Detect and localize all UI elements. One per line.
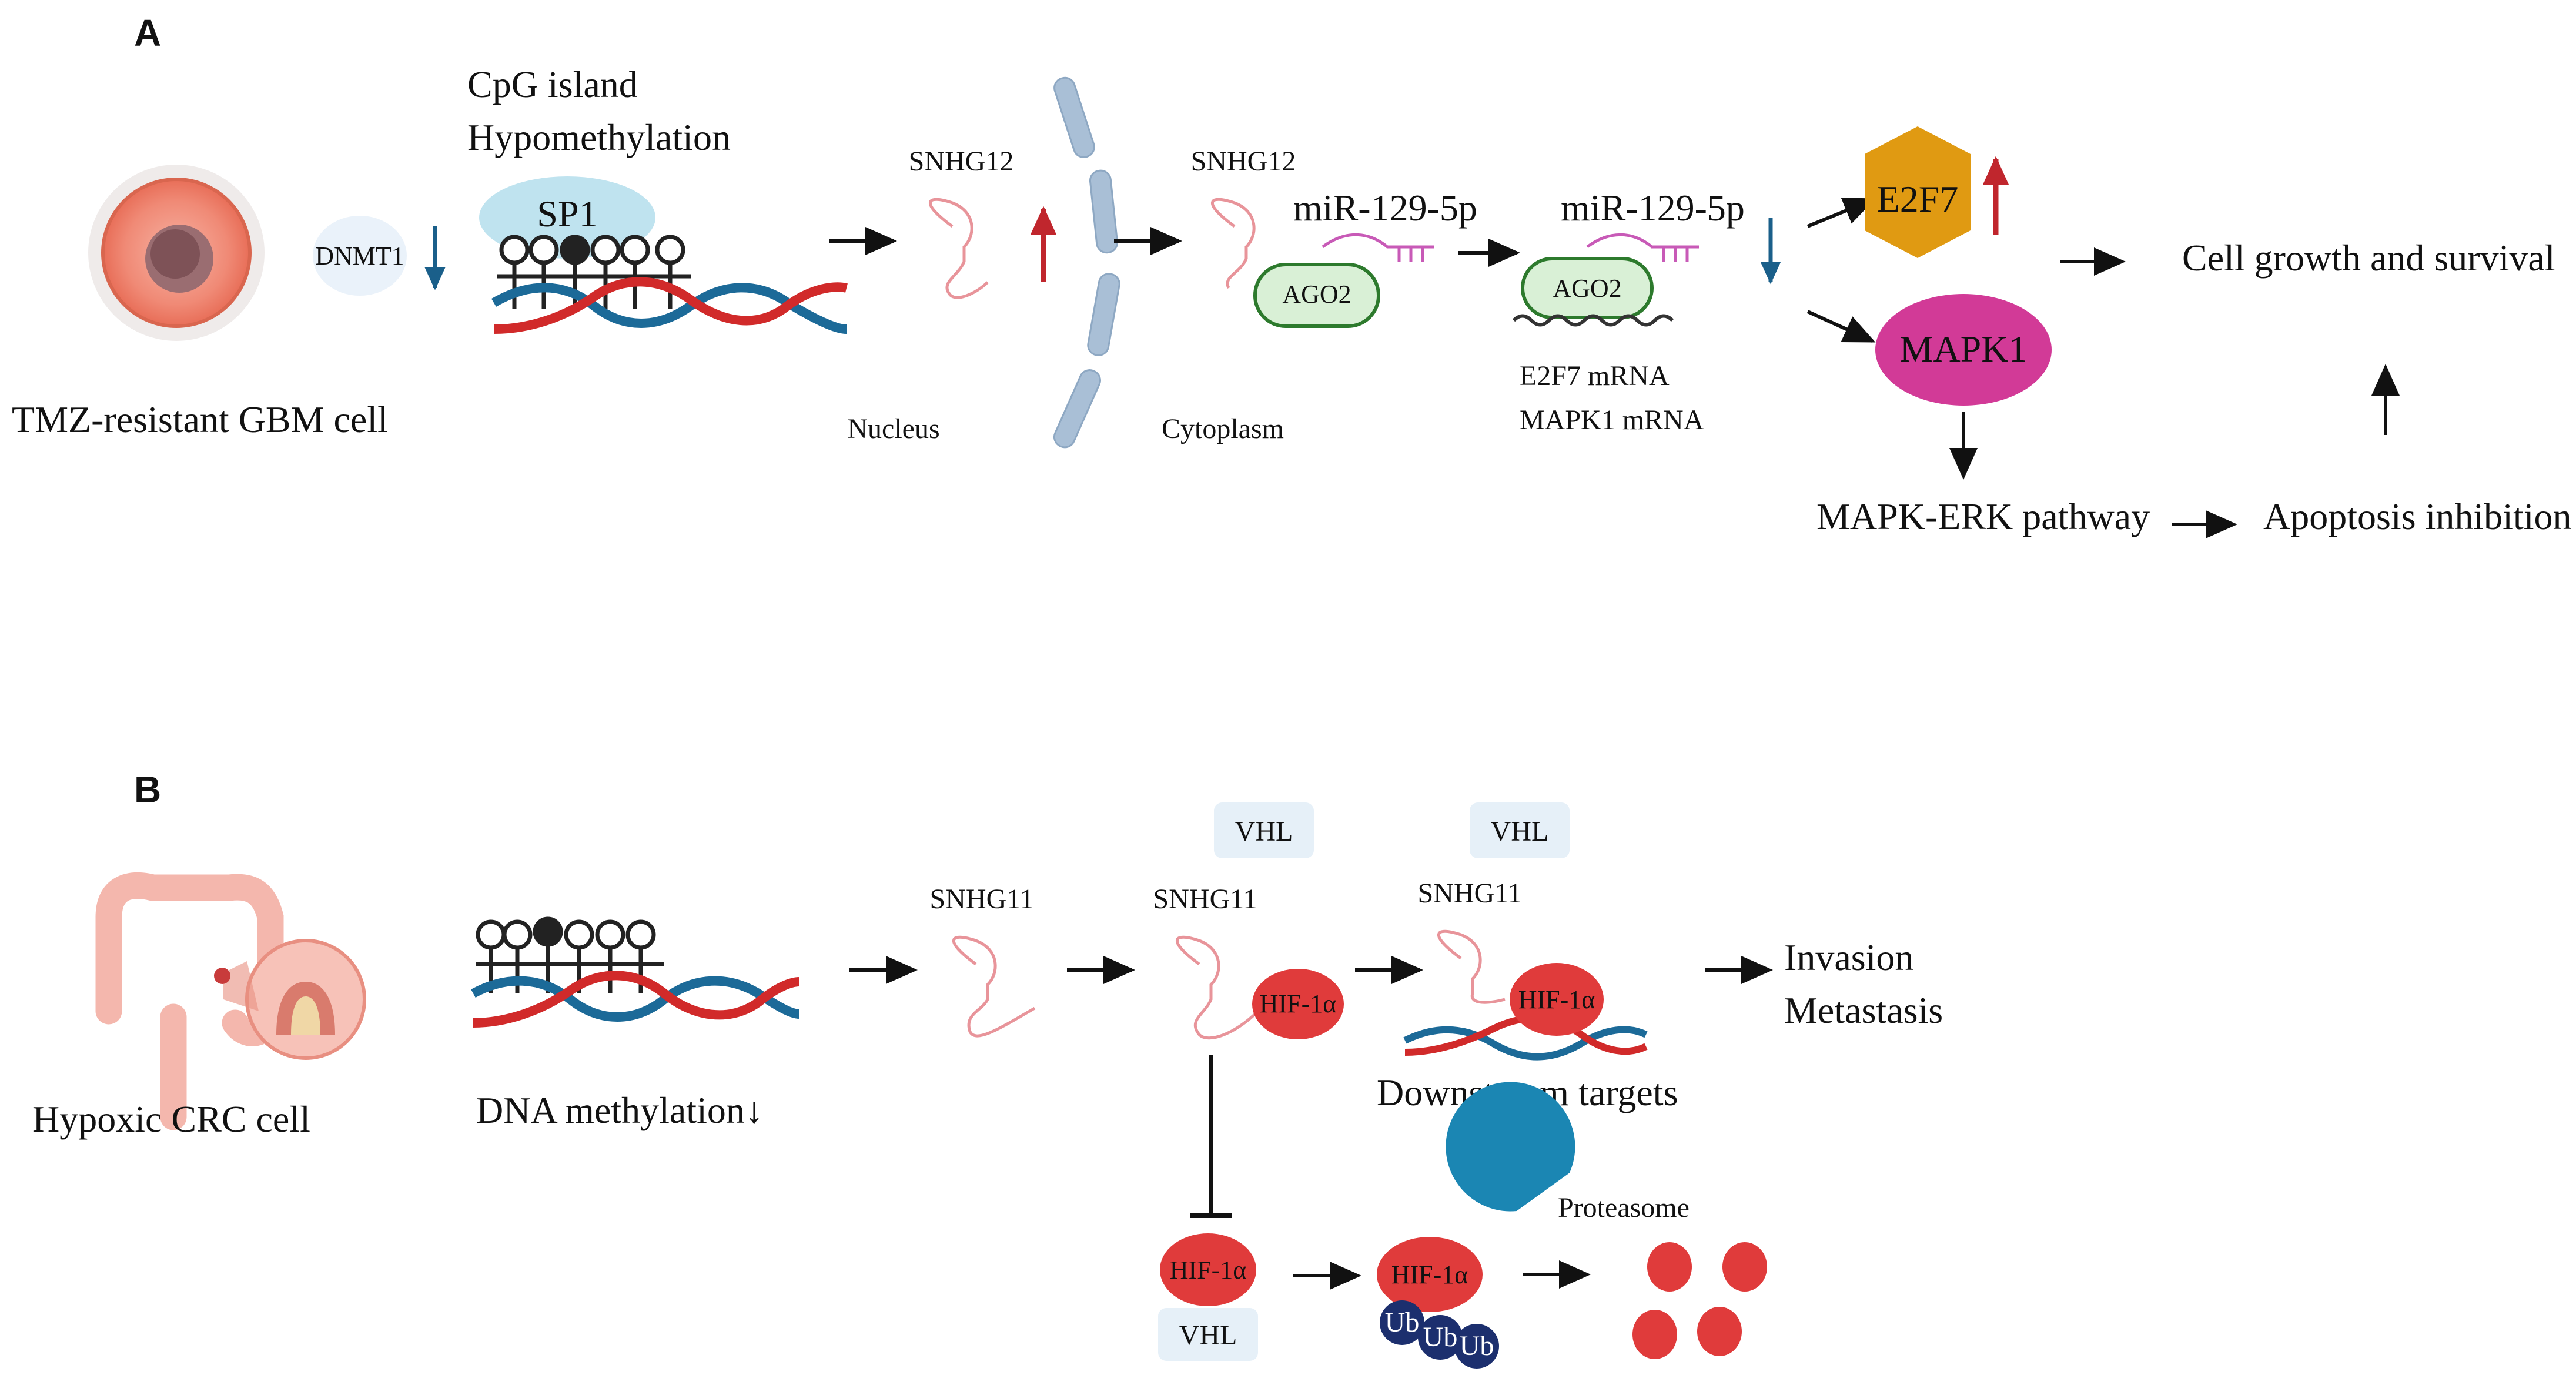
crc-cell-label: Hypoxic CRC cell — [32, 1098, 310, 1140]
degraded-fragments-icon — [1632, 1242, 1767, 1359]
ago2-2-label: AGO2 — [1553, 274, 1621, 303]
hypomethylation-label: Hypomethylation — [467, 116, 731, 158]
ago2-1-label: AGO2 — [1282, 280, 1351, 309]
ub-label-1: Ub — [1385, 1307, 1420, 1338]
dna-helix-b-icon — [471, 971, 800, 1028]
proteasome-icon — [1446, 1082, 1575, 1212]
mapk1-label: MAPK1 — [1900, 328, 2028, 370]
dna-methylation-label: DNA methylation↓ — [476, 1089, 764, 1131]
mapk-erk-label: MAPK-ERK pathway — [1816, 496, 2150, 537]
proteasome-label: Proteasome — [1558, 1192, 1690, 1223]
snhg11-label-2: SNHG11 — [1153, 884, 1257, 915]
metastasis-label: Metastasis — [1784, 989, 1943, 1031]
dnmt1-bubble — [313, 216, 407, 296]
mir-129-label-2: miR-129-5p — [1561, 187, 1745, 229]
crc-tumor-icon — [214, 939, 366, 1060]
hif-1a-label-1: HIF-1α — [1260, 989, 1337, 1018]
mir-129-label-1: miR-129-5p — [1293, 187, 1477, 229]
nuclear-membrane-icon — [1053, 76, 1120, 449]
vhl-label-3: VHL — [1179, 1320, 1237, 1351]
cell-growth-label: Cell growth and survival — [2182, 237, 2555, 279]
arrow-to-mapk1 — [1806, 310, 1876, 343]
cpg-methylation-lollipops-b-icon — [476, 916, 664, 993]
ub-label-2: Ub — [1423, 1322, 1458, 1353]
e2f7-label: E2F7 — [1877, 178, 1959, 220]
ago2-1 — [1253, 263, 1380, 328]
snhg12-rna-icon — [929, 198, 989, 299]
gbm-cell-icon — [88, 165, 265, 341]
cpg-island-label: CpG island — [467, 63, 638, 105]
cpg-methylation-lollipops-icon — [497, 235, 691, 309]
mapk1-mrna-label: MAPK1 mRNA — [1520, 404, 1704, 436]
dna-helix-a-icon — [491, 277, 848, 334]
snhg12-cyto-rna-icon — [1211, 198, 1256, 289]
vhl-label-1: VHL — [1235, 816, 1293, 847]
nucleus-label: Nucleus — [847, 413, 939, 444]
snhg11-rna-1-icon — [952, 935, 1036, 1038]
snhg11-rna-2-icon — [1176, 935, 1259, 1040]
hif-1a-label-4: HIF-1α — [1391, 1260, 1468, 1289]
hif-1a-ellipse-3 — [1160, 1233, 1256, 1306]
panel-a-letter: A — [134, 12, 161, 54]
hif-1a-ellipse-4 — [1377, 1237, 1483, 1312]
mirna-2-icon — [1586, 233, 1699, 262]
dnmt1-label: DNMT1 — [315, 242, 404, 270]
mirna-1-icon — [1322, 233, 1434, 262]
e2f7-mrna-label: E2F7 mRNA — [1520, 360, 1670, 392]
snhg11-label-1: SNHG11 — [930, 884, 1034, 915]
e2f7-hexagon — [1865, 126, 1971, 258]
cytoplasm-label: Cytoplasm — [1162, 413, 1284, 444]
snhg11-rna-3-icon — [1437, 929, 1506, 1004]
snhg12-cyto-label: SNHG12 — [1191, 146, 1296, 177]
ubiquitin-chain-icon: Ub Ub Ub — [1380, 1300, 1499, 1369]
mapk1-ellipse — [1875, 294, 2052, 406]
mrna-strand-icon — [1512, 314, 1674, 327]
hif-1a-label-3: HIF-1α — [1170, 1256, 1247, 1284]
sp1-label: SP1 — [537, 193, 597, 235]
vhl-label-2: VHL — [1491, 816, 1549, 847]
vhl-box-3 — [1158, 1308, 1258, 1361]
gbm-cell-label: TMZ-resistant GBM cell — [12, 399, 388, 440]
apoptosis-label: Apoptosis inhibition — [2263, 496, 2572, 537]
snhg11-label-3: SNHG11 — [1418, 878, 1522, 909]
hif-1a-label-2: HIF-1α — [1518, 985, 1595, 1014]
arrow-to-e2f7 — [1806, 197, 1876, 228]
vhl-box-2 — [1470, 802, 1570, 858]
vhl-box-1 — [1214, 802, 1314, 858]
snhg12-nucleus-label: SNHG12 — [909, 146, 1014, 177]
panel-b-letter: B — [134, 768, 161, 811]
invasion-label: Invasion — [1784, 936, 1913, 978]
hif-1a-ellipse-1 — [1252, 969, 1344, 1039]
hif-1a-ellipse-2 — [1510, 963, 1604, 1036]
ub-label-3: Ub — [1460, 1330, 1494, 1361]
